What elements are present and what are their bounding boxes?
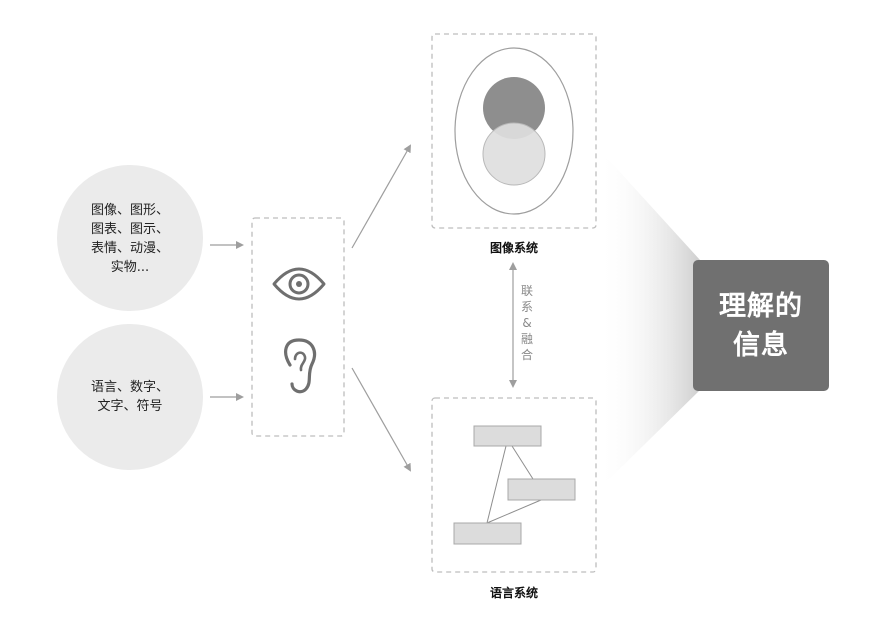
eye-icon [272,267,326,301]
result-line: 信息 [733,329,789,361]
image-system-outer-ellipse [454,47,574,215]
verbal-input-circle: 语言、数字、 文字、符号 [57,324,203,470]
visual-input-circle: 图像、图形、 图表、图示、 表情、动漫、 实物... [57,165,203,311]
language-node [453,522,522,545]
visual-input-line: 表情、动漫、 [91,241,169,256]
link-arrow-bottom-head [509,380,517,388]
visual-input-line: 实物... [111,260,149,275]
arrow-senses-to-language-system [351,367,411,472]
image-system-light-circle [482,122,546,186]
verbal-input-line: 文字、符号 [97,398,162,414]
language-node [507,478,576,501]
arrow-senses-to-image-system [351,144,411,249]
senses-box [251,217,345,437]
link-arrow-top-head [509,262,517,270]
language-system-caption: 语言系统 [490,585,538,600]
understood-information-card: 理解的 信息 [693,260,829,391]
link-label-char: 系 [521,300,533,314]
link-label-char: 联 [521,284,533,298]
visual-input-line: 图表、图示、 [91,222,169,237]
link-label-char: 融 [521,332,533,346]
visual-input-line: 图像、图形、 [91,203,169,218]
image-system-caption: 图像系统 [490,240,538,255]
verbal-input-line: 语言、数字、 [91,380,169,395]
convergence-beam [598,148,700,490]
ear-icon [284,338,317,394]
language-node [473,425,542,447]
image-system-dark-circle [483,77,545,139]
link-label-char: & [522,316,531,330]
language-network [453,425,576,545]
link-label-char: 合 [521,347,533,362]
result-line: 理解的 [719,290,803,322]
